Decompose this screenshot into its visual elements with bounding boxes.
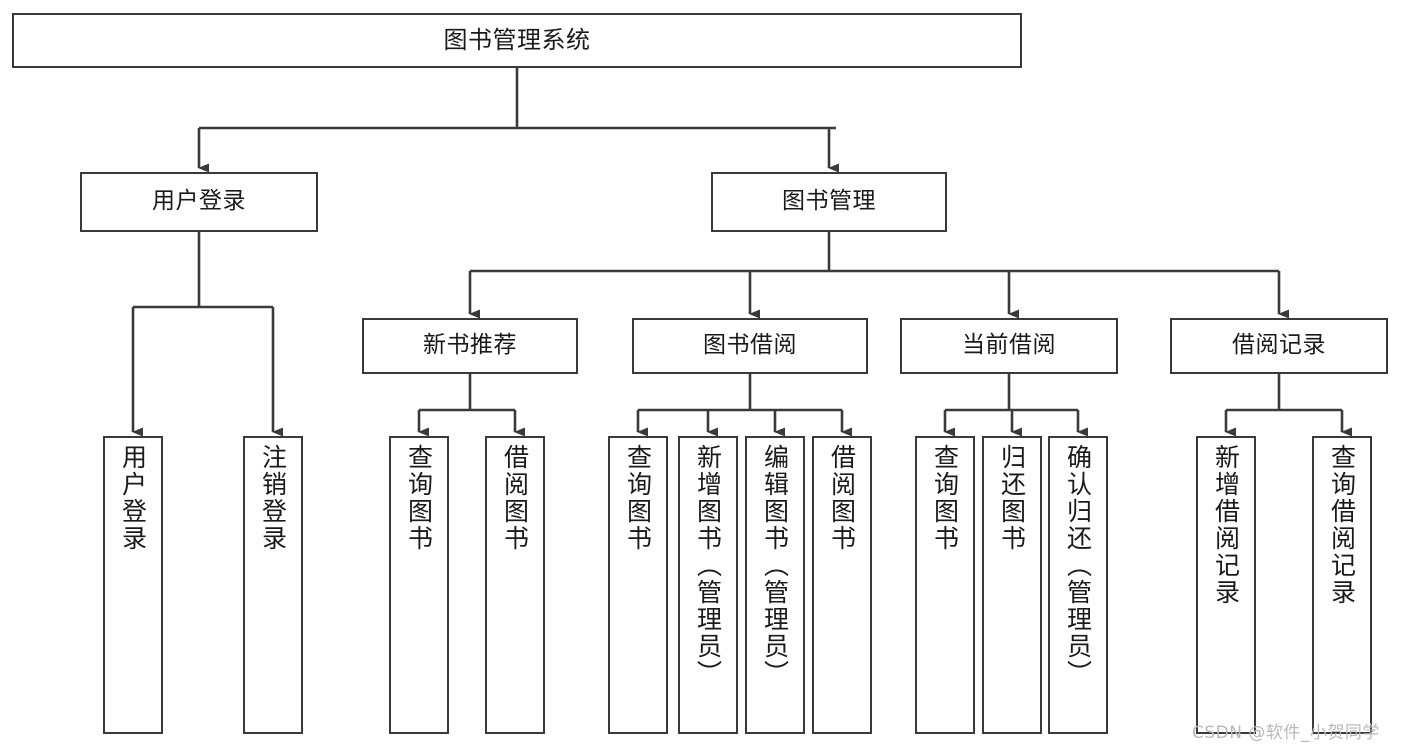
node-level2-borrow-records[interactable]: 借阅记录 xyxy=(1170,318,1388,374)
node-leaf-edit-book-admin[interactable]: 编辑图书（管理员） xyxy=(745,436,805,734)
node-level1-book-management-label: 图书管理 xyxy=(782,188,876,215)
node-level2-new-book-recommend-label: 新书推荐 xyxy=(423,332,517,359)
node-leaf-label: 借阅图书 xyxy=(500,444,530,552)
node-leaf-query-books-current[interactable]: 查询图书 xyxy=(915,436,975,734)
node-level1-book-management[interactable]: 图书管理 xyxy=(711,172,947,232)
node-leaf-label: 借阅图书 xyxy=(827,444,857,552)
node-leaf-label: 用户登录 xyxy=(118,444,148,552)
node-leaf-label: 归还图书 xyxy=(997,444,1027,552)
node-level2-borrow-records-label: 借阅记录 xyxy=(1232,332,1326,359)
node-level1-user-login-label: 用户登录 xyxy=(152,188,246,215)
node-leaf-logout[interactable]: 注销登录 xyxy=(243,436,303,734)
node-level2-current-borrow[interactable]: 当前借阅 xyxy=(900,318,1118,374)
node-leaf-label: 新增图书（管理员） xyxy=(693,444,723,687)
node-leaf-label: 注销登录 xyxy=(258,444,288,552)
node-root-label: 图书管理系统 xyxy=(443,26,591,55)
node-leaf-label: 编辑图书（管理员） xyxy=(760,444,790,687)
node-level1-user-login[interactable]: 用户登录 xyxy=(80,172,318,232)
node-leaf-label: 确认归还（管理员） xyxy=(1063,444,1093,687)
node-leaf-query-books-borrow[interactable]: 查询图书 xyxy=(608,436,668,734)
node-leaf-label: 查询借阅记录 xyxy=(1327,444,1357,606)
node-leaf-add-borrow-record[interactable]: 新增借阅记录 xyxy=(1196,436,1256,734)
node-level2-new-book-recommend[interactable]: 新书推荐 xyxy=(362,318,578,374)
node-root[interactable]: 图书管理系统 xyxy=(12,13,1022,68)
node-leaf-label: 新增借阅记录 xyxy=(1211,444,1241,606)
node-level2-current-borrow-label: 当前借阅 xyxy=(962,332,1056,359)
node-leaf-user-login[interactable]: 用户登录 xyxy=(103,436,163,734)
node-leaf-confirm-return-admin[interactable]: 确认归还（管理员） xyxy=(1048,436,1108,734)
node-level2-book-borrow-label: 图书借阅 xyxy=(703,332,797,359)
node-leaf-query-books-new[interactable]: 查询图书 xyxy=(389,436,449,734)
node-leaf-borrow-book[interactable]: 借阅图书 xyxy=(812,436,872,734)
node-leaf-query-borrow-record[interactable]: 查询借阅记录 xyxy=(1312,436,1372,734)
node-leaf-label: 查询图书 xyxy=(623,444,653,552)
node-leaf-borrow-books-new[interactable]: 借阅图书 xyxy=(485,436,545,734)
node-leaf-return-book[interactable]: 归还图书 xyxy=(982,436,1042,734)
csdn-watermark: CSDN @软件_小贺同学 xyxy=(1192,723,1380,743)
node-leaf-label: 查询图书 xyxy=(930,444,960,552)
node-level2-book-borrow[interactable]: 图书借阅 xyxy=(632,318,868,374)
node-leaf-add-book-admin[interactable]: 新增图书（管理员） xyxy=(678,436,738,734)
node-leaf-label: 查询图书 xyxy=(404,444,434,552)
